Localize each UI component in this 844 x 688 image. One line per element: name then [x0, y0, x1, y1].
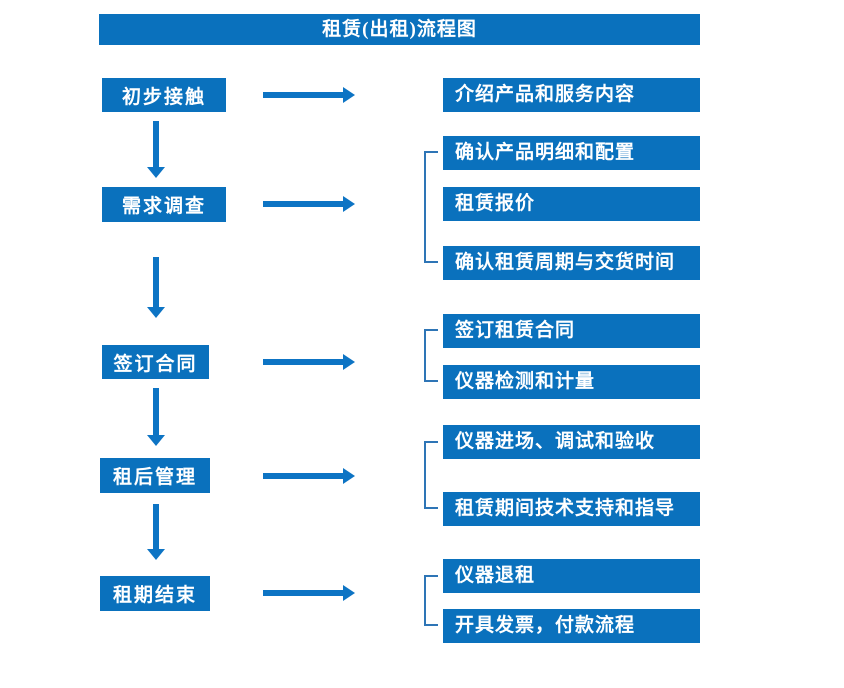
group-bracket	[424, 441, 438, 509]
step-box-rental-end: 租期结束	[100, 576, 210, 611]
step-box-post-rental-management: 租后管理	[100, 458, 210, 493]
detail-box-rental-quotation: 租赁报价	[443, 187, 700, 221]
detail-box-confirm-rental-period-delivery: 确认租赁周期与交货时间	[443, 246, 700, 280]
group-bracket	[424, 151, 438, 263]
detail-box-introduce-products-services: 介绍产品和服务内容	[443, 78, 700, 112]
detail-box-instrument-testing-metering: 仪器检测和计量	[443, 365, 700, 399]
down-arrow-icon	[147, 504, 165, 560]
down-arrow-icon	[147, 388, 165, 446]
detail-box-instrument-entry-debug-acceptance: 仪器进场、调试和验收	[443, 425, 700, 459]
detail-box-confirm-product-details-config: 确认产品明细和配置	[443, 136, 700, 170]
step-box-initial-contact: 初步接触	[102, 78, 226, 112]
right-arrow-icon	[263, 585, 355, 601]
down-arrow-icon	[147, 121, 165, 178]
right-arrow-icon	[263, 354, 355, 370]
right-arrow-icon	[263, 87, 355, 103]
detail-box-tech-support-during-rental: 租赁期间技术支持和指导	[443, 492, 700, 526]
detail-box-instrument-return: 仪器退租	[443, 559, 700, 593]
detail-box-sign-rental-contract: 签订租赁合同	[443, 314, 700, 348]
right-arrow-icon	[263, 468, 355, 484]
group-bracket	[424, 329, 438, 382]
down-arrow-icon	[147, 257, 165, 318]
right-arrow-icon	[263, 196, 355, 212]
detail-box-invoice-payment-process: 开具发票，付款流程	[443, 609, 700, 643]
diagram-title: 租赁(出租)流程图	[99, 14, 700, 45]
step-box-demand-survey: 需求调查	[102, 187, 226, 222]
group-bracket	[424, 575, 438, 626]
step-box-sign-contract: 签订合同	[102, 345, 209, 379]
